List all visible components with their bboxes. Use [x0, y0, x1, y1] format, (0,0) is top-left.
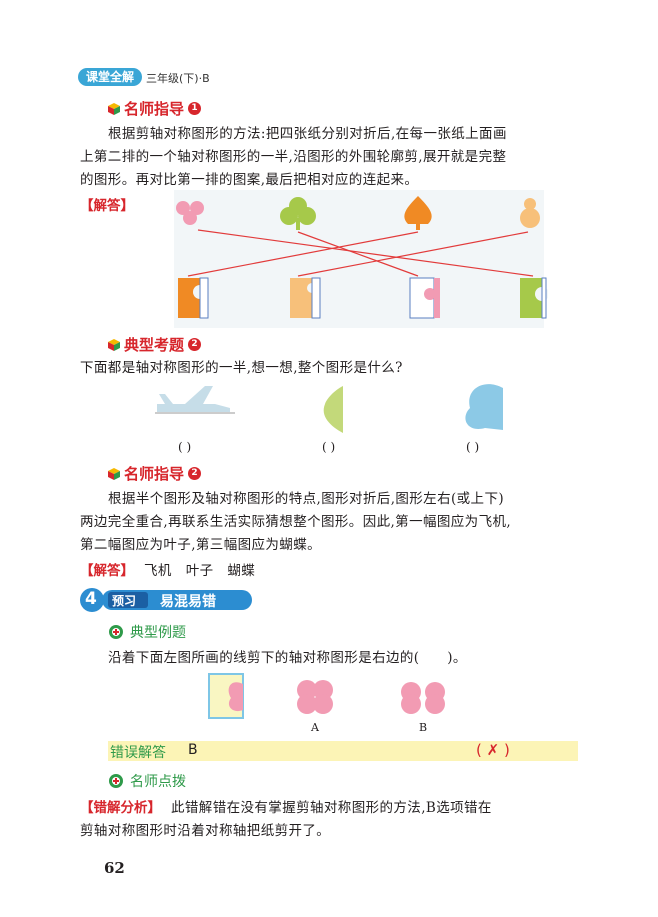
half-shape-2: [290, 277, 321, 319]
example-question: 沿着下面左图所画的线剪下的轴对称图形是右边的( )。: [108, 650, 467, 666]
wrong-answer-bar: [108, 741, 578, 761]
grade-label: 三年级(下)·B: [146, 72, 210, 85]
half-airplane: [155, 386, 235, 414]
cube-icon: [108, 338, 120, 351]
guidance-1-line-3: 的图形。再对比第一排的图案,最后把相对应的连起来。: [80, 172, 419, 188]
option-a-label: A: [311, 721, 319, 734]
guidance-2-line-1: 根据半个图形及轴对称图形的特点,图形对折后,图形左右(或上下): [108, 491, 505, 507]
guidance-1-line-1: 根据剪轴对称图形的方法:把四张纸分别对折后,在每一张纸上面画: [108, 126, 507, 142]
cube-icon: [108, 467, 120, 480]
section-title-example: 典型例题: [108, 622, 186, 642]
cube-icon: [108, 102, 120, 115]
cut-figures: [208, 673, 445, 719]
heart-clover-shape: [176, 201, 204, 225]
half-figures: [155, 384, 503, 433]
option-a-heart: [297, 680, 333, 714]
guidance-2-line-3: 第二幅图应为叶子,第三幅图应为蝴蝶。: [80, 537, 321, 553]
matching-figure: [174, 190, 548, 328]
wrong-answer-value: B: [188, 742, 198, 758]
plus-badge-icon: [109, 625, 123, 639]
option-b-split: [401, 682, 445, 714]
analysis-row: 【错解分析】 此错解错在没有掌握剪轴对称图形的方法,B选项错在: [80, 800, 492, 816]
blank-2[interactable]: ( ): [322, 440, 336, 454]
wrong-answer-label: 错误解答: [110, 745, 166, 761]
wrong-mark: ( ✗ ): [476, 741, 510, 759]
guidance-1-line-2: 上第二排的一个轴对称图形的一半,沿图形的外围轮廓剪,展开就是完整: [80, 149, 507, 165]
gourd-shape: [520, 198, 540, 228]
section-4-banner: [80, 588, 252, 612]
option-b-label: B: [419, 721, 428, 734]
analysis-line-2: 剪轴对称图形时沿着对称轴把纸剪开了。: [80, 823, 331, 839]
exam-question: 下面都是轴对称图形的一半,想一想,整个图形是什么?: [80, 360, 403, 376]
book-badge: 课堂全解: [78, 68, 142, 86]
answer-label-1: 【解答】: [80, 198, 134, 214]
blank-3[interactable]: ( ): [466, 440, 480, 454]
plus-badge-icon: [109, 774, 123, 788]
half-shape-3: [409, 277, 440, 319]
spade-shape: [404, 196, 432, 230]
answer-row-2: 【解答】 飞机 叶子 蝴蝶: [80, 563, 256, 579]
half-leaf: [323, 386, 343, 433]
guidance-2-line-2: 两边完全重合,再联系生活实际猜想整个图形。因此,第一幅图应为飞机,: [80, 514, 512, 530]
folded-paper: [208, 673, 244, 719]
club-shape: [280, 197, 316, 230]
half-shape-1: [178, 277, 209, 319]
blank-1[interactable]: ( ): [178, 440, 192, 454]
half-shape-4: [520, 277, 548, 319]
section-title-tips: 名师点拨: [108, 771, 186, 791]
section-4-header: 4 预习 易混易错: [80, 588, 255, 612]
half-butterfly: [465, 384, 503, 430]
page-number: 62: [104, 859, 125, 877]
